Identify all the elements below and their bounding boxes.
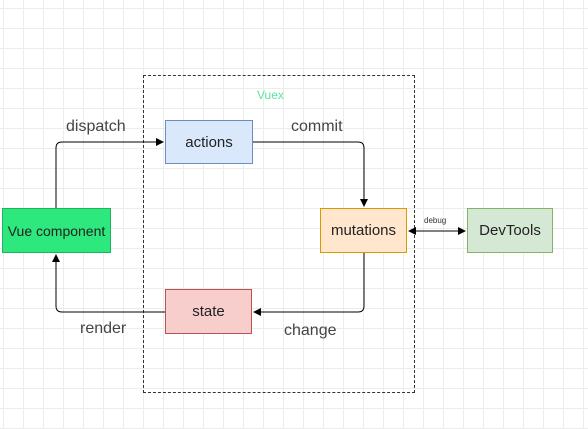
actions-label: actions: [185, 133, 233, 151]
state-label: state: [192, 303, 225, 320]
arrow-render: [52, 254, 165, 313]
state-node: state: [165, 289, 252, 334]
commit-label: commit: [291, 118, 343, 135]
render-label: render: [80, 320, 127, 337]
mutations-node: mutations: [320, 208, 407, 253]
arrow-commit: [253, 141, 368, 207]
vue-component-node: Vue component: [2, 208, 111, 253]
devtools-node: DevTools: [467, 208, 553, 253]
vuex-label: Vuex: [257, 88, 284, 102]
mutations-label: mutations: [330, 222, 397, 239]
arrow-dispatch: [55, 138, 164, 208]
change-label: change: [284, 322, 337, 339]
dispatch-label: dispatch: [66, 118, 126, 135]
actions-node: actions: [165, 120, 253, 164]
devtools-label: DevTools: [479, 222, 541, 239]
arrow-change: [253, 253, 365, 316]
vue-component-label: Vue component: [7, 222, 106, 239]
debug-label: debug: [424, 216, 447, 225]
